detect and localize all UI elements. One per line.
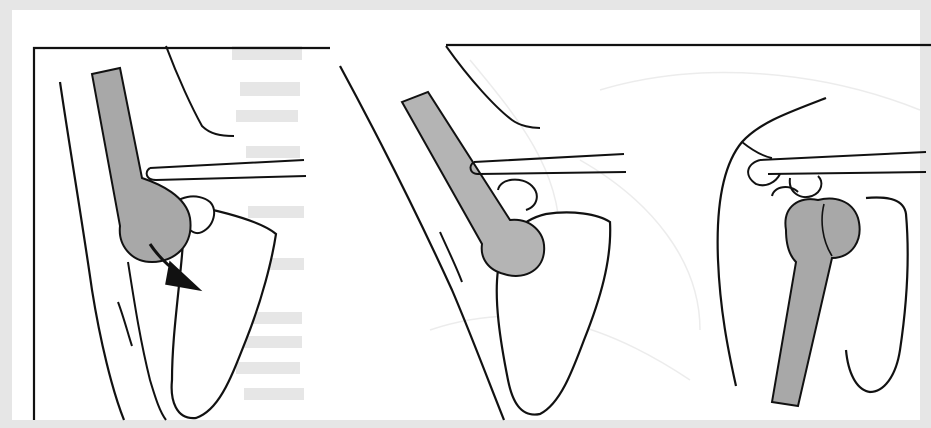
coracoid-process xyxy=(790,176,822,197)
